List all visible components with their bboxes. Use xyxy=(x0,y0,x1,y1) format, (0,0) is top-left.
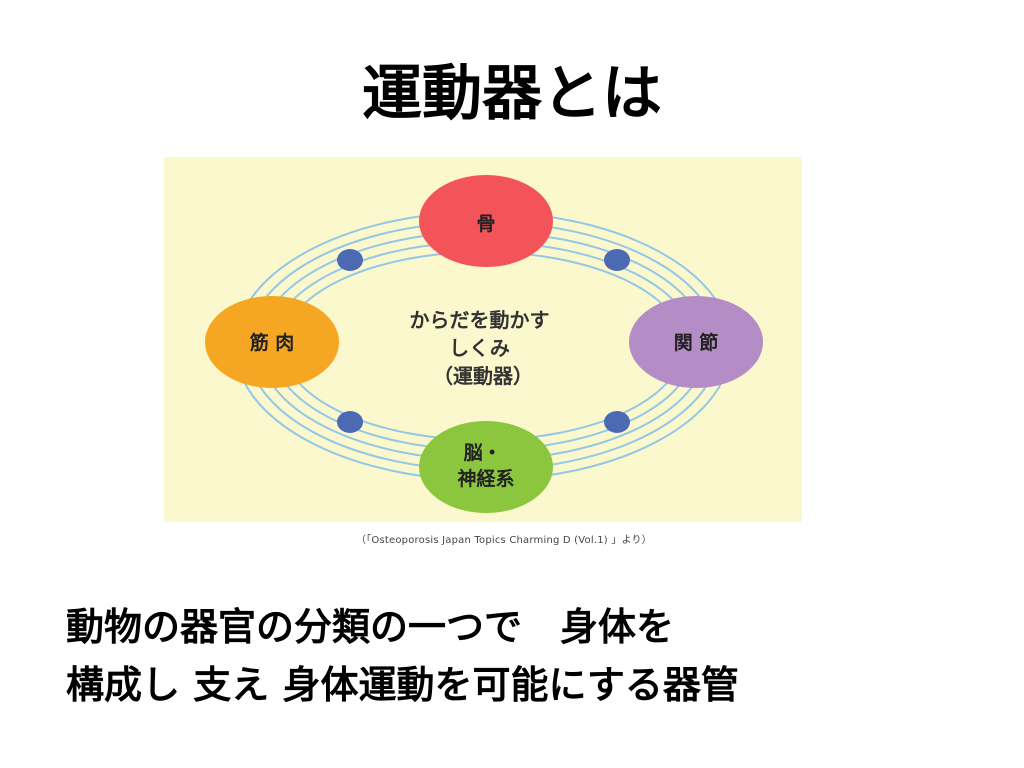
node-muscle-label: 筋 肉 xyxy=(250,331,295,354)
diagram-canvas: からだを動かす しくみ （運動器） 骨 筋 肉 関 節 脳・ 神経系 xyxy=(205,175,763,513)
node-brain-nerve: 脳・ 神経系 xyxy=(419,421,553,513)
node-muscle-circle xyxy=(205,296,339,388)
slide-title: 運動器とは xyxy=(362,59,662,129)
node-bone-circle xyxy=(419,175,553,267)
center-label: からだを動かす しくみ （運動器） xyxy=(410,308,557,388)
node-joint-circle xyxy=(629,296,763,388)
node-brain-nerve-label-line: 神経系 xyxy=(457,467,514,490)
node-muscle: 筋 肉 xyxy=(205,296,339,388)
node-brain-nerve-label-line: 脳・ xyxy=(463,442,502,464)
node-bone: 骨 xyxy=(419,175,553,267)
figure-caption: （「Osteoporosis Japan Topics Charming D (… xyxy=(356,535,652,546)
body-line: 動物の器官の分類の一つで 身体を xyxy=(66,605,675,649)
center-label-line: からだを動かす xyxy=(410,308,550,332)
connector-dots xyxy=(337,249,630,433)
connector-dot xyxy=(337,411,363,433)
node-brain-nerve-label: 脳・ 神経系 xyxy=(457,442,514,490)
node-joint-label: 関 節 xyxy=(674,331,719,354)
connector-dot xyxy=(604,249,630,271)
node-brain-nerve-circle xyxy=(419,421,553,513)
connector-dot xyxy=(604,411,630,433)
motor-organ-diagram: からだを動かす しくみ （運動器） 骨 筋 肉 関 節 脳・ 神経系 xyxy=(164,157,802,522)
node-bone-label: 骨 xyxy=(476,213,495,235)
center-label-line: しくみ xyxy=(449,336,510,360)
connector-dot xyxy=(337,249,363,271)
body-line: 構成し 支え 身体運動を可能にする器管 xyxy=(66,663,739,707)
body-text: 動物の器官の分類の一つで 身体を 構成し 支え 身体運動を可能にする器管 xyxy=(66,598,986,714)
center-label-line: （運動器） xyxy=(433,364,533,388)
node-joint: 関 節 xyxy=(629,296,763,388)
